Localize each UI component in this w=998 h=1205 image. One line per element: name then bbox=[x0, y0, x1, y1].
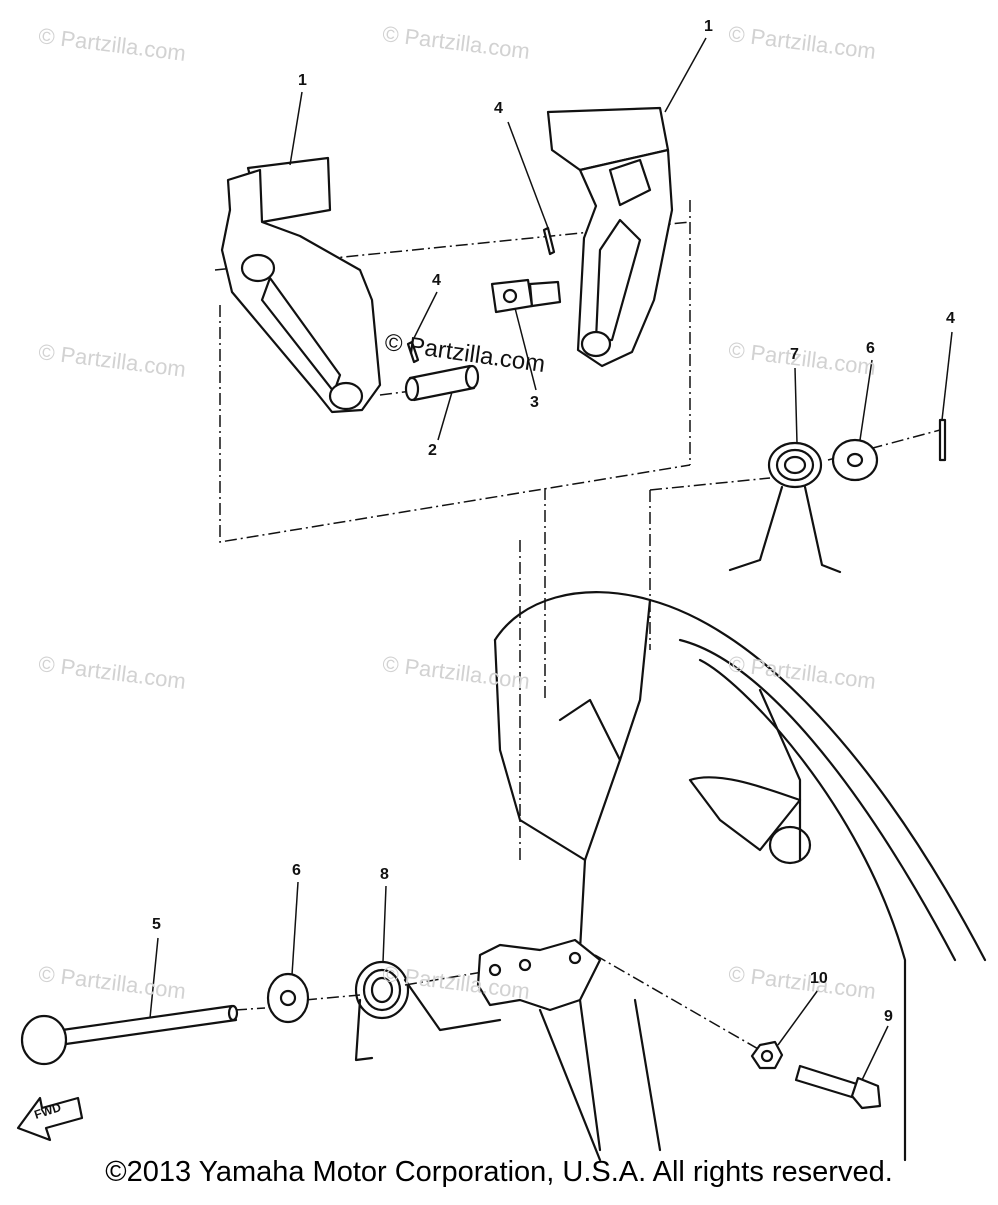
callout-part-4: 4 bbox=[494, 100, 503, 117]
callout-part-5: 5 bbox=[152, 916, 161, 933]
copyright-notice: ©2013 Yamaha Motor Corporation, U.S.A. A… bbox=[105, 1156, 893, 1188]
callout-part-4: 4 bbox=[432, 272, 441, 289]
leader-lines bbox=[149, 37, 953, 1081]
callout-part-10: 10 bbox=[810, 970, 828, 987]
fwd-arrow-icon bbox=[16, 1096, 84, 1142]
callout-part-2: 2 bbox=[428, 442, 437, 459]
washers bbox=[266, 438, 879, 1024]
nut-and-bolt bbox=[750, 1040, 882, 1110]
spring-part-8 bbox=[354, 960, 502, 1062]
pin-part-2 bbox=[404, 364, 480, 402]
callout-part-8: 8 bbox=[380, 866, 389, 883]
callout-part-6: 6 bbox=[292, 862, 301, 879]
callout-part-9: 9 bbox=[884, 1008, 893, 1025]
cotter-pins bbox=[406, 226, 947, 462]
callout-part-1: 1 bbox=[704, 18, 713, 35]
clevis-pin-part-3 bbox=[490, 278, 562, 314]
long-pin-part-5 bbox=[20, 1004, 239, 1066]
callout-part-6: 6 bbox=[866, 340, 875, 357]
spring-part-7 bbox=[728, 441, 842, 574]
bracket-right bbox=[546, 106, 674, 368]
frame-housing bbox=[476, 591, 987, 1162]
callout-part-7: 7 bbox=[790, 346, 799, 363]
callout-part-4: 4 bbox=[946, 310, 955, 327]
callout-part-1: 1 bbox=[298, 72, 307, 89]
bracket-left bbox=[220, 156, 382, 414]
callout-part-3: 3 bbox=[530, 394, 539, 411]
